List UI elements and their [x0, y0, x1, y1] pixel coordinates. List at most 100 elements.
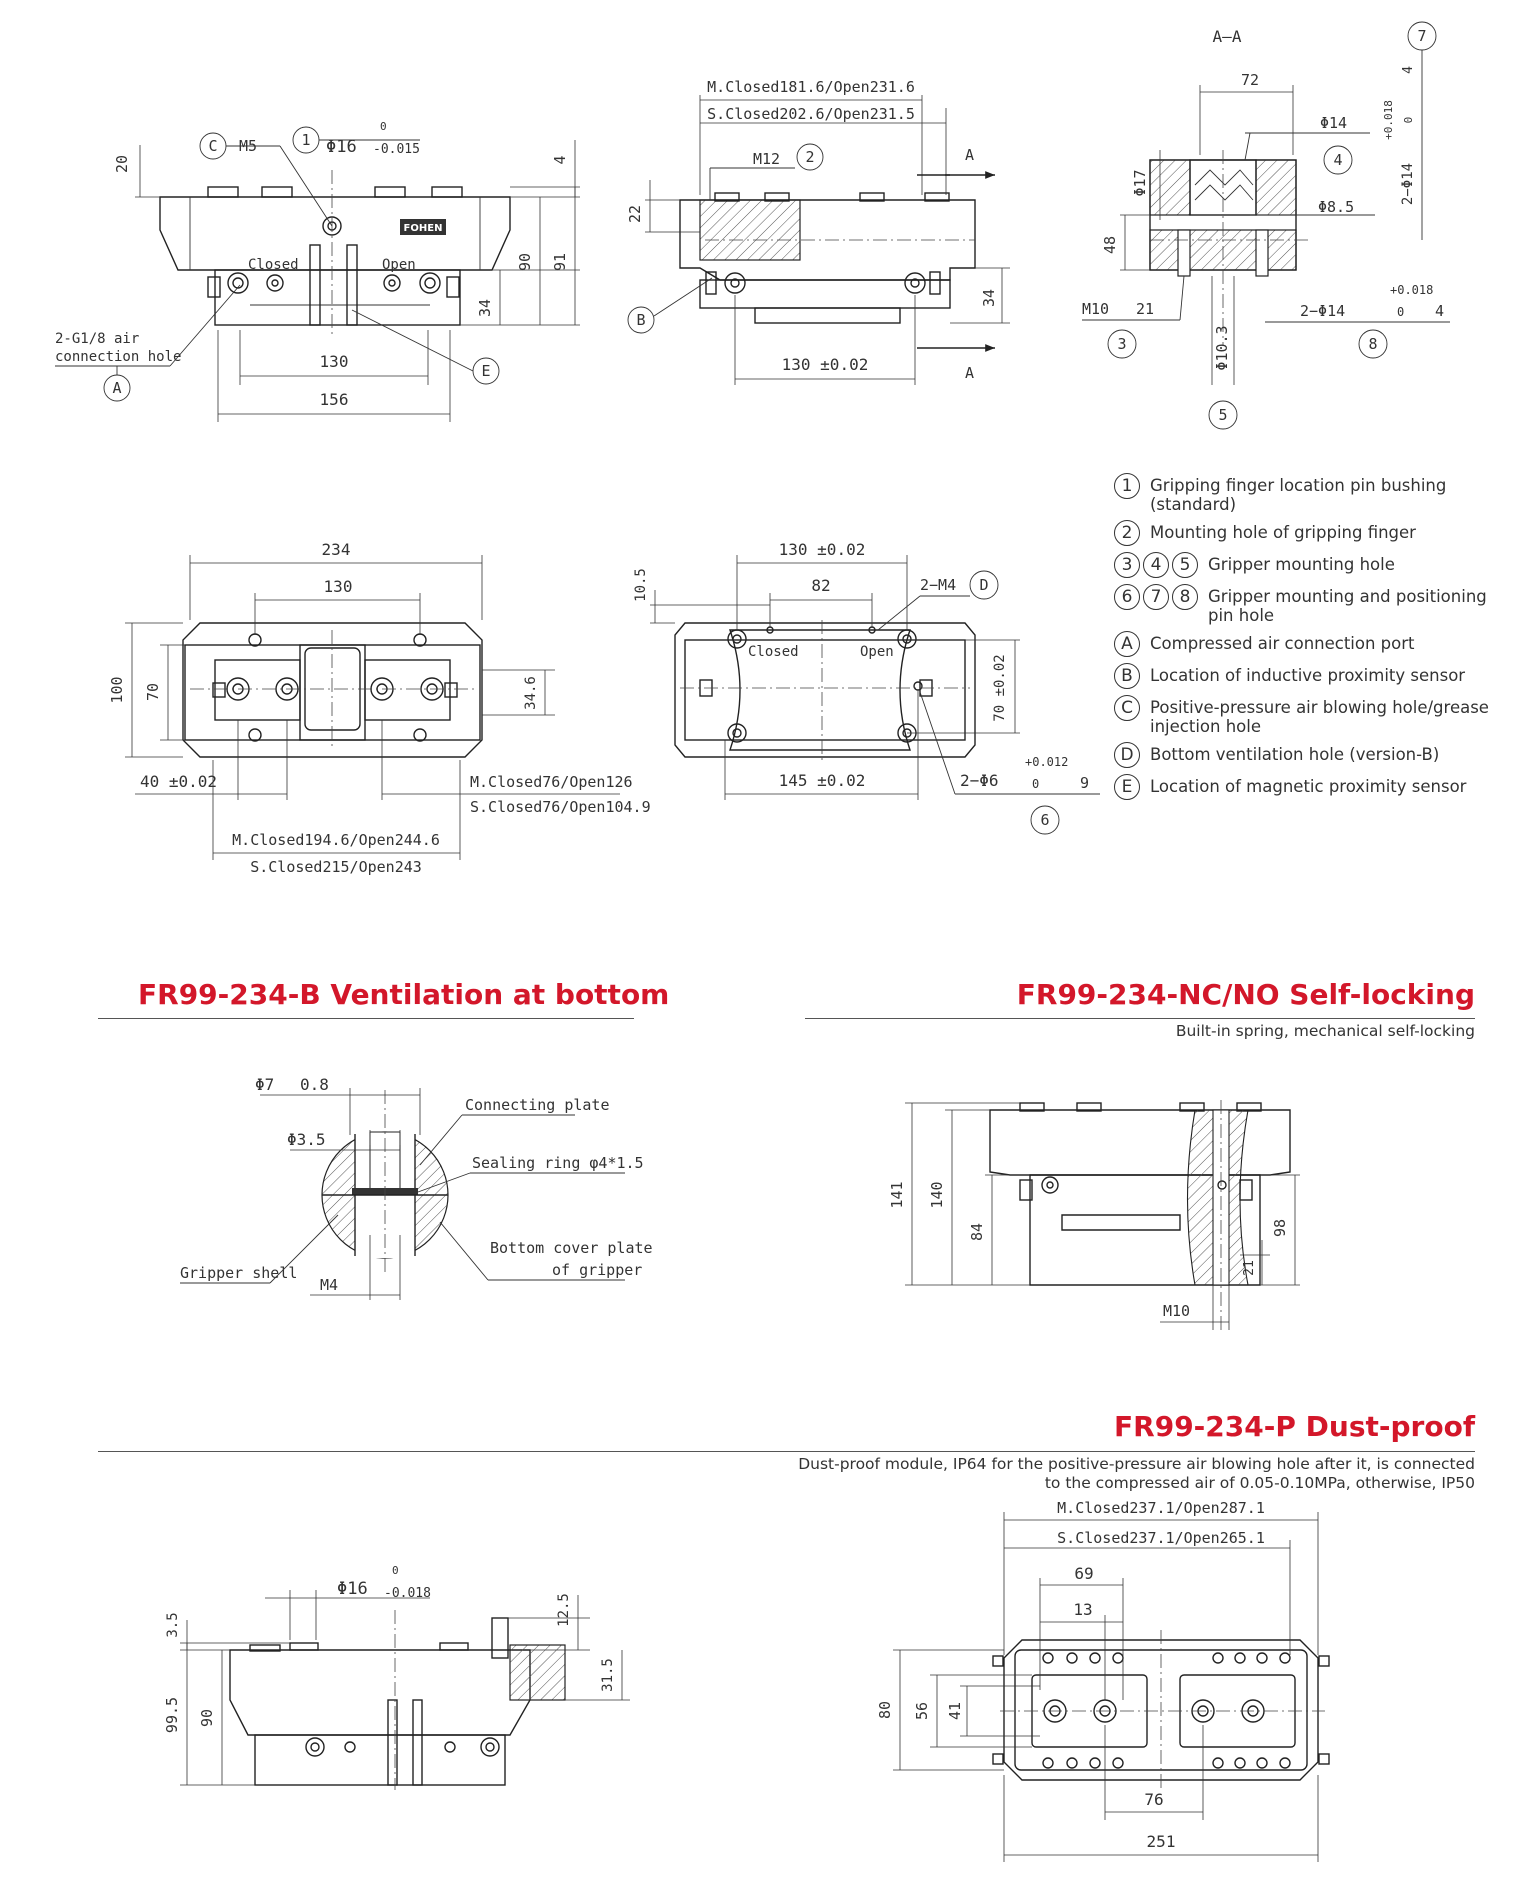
- section-d17: Φ17: [1131, 169, 1149, 196]
- dust-d56: 56: [913, 1702, 931, 1720]
- section-tol-lo: 0: [1397, 305, 1404, 319]
- brand-logo: FOHEN: [404, 223, 443, 234]
- legend-badge: 2: [1114, 520, 1140, 546]
- legend-badge: 3: [1114, 552, 1140, 578]
- vent-plate: Connecting plate: [465, 1096, 610, 1114]
- legend-badge: E: [1114, 774, 1140, 800]
- section-callout-3: 3: [1117, 335, 1126, 353]
- legend-item: A Compressed air connection port: [1114, 631, 1514, 657]
- section-d48: 48: [1101, 236, 1119, 254]
- dust-d251: 251: [1147, 1832, 1176, 1851]
- selflock-d140: 140: [928, 1181, 946, 1208]
- legend-item: 1 Gripping finger location pin bushing (s…: [1114, 473, 1514, 514]
- legend-text: Compressed air connection port: [1150, 634, 1415, 653]
- ventilation-rule: [98, 1018, 634, 1019]
- dustproof-subtitle-2: to the compressed air of 0.05-0.10MPa, o…: [1044, 1474, 1475, 1492]
- legend-badge: D: [1114, 742, 1140, 768]
- bottom-d82: 82: [811, 576, 830, 595]
- section-depth21: 21: [1136, 300, 1154, 318]
- side-callout-2: 2: [805, 148, 814, 166]
- legend-badge: A: [1114, 631, 1140, 657]
- section-tol-up: +0.018: [1390, 283, 1433, 297]
- section-d14: Φ14: [1320, 114, 1347, 132]
- dust-d3-5: 3.5: [165, 1612, 181, 1637]
- callout-1: 1: [301, 131, 310, 149]
- section-vert-pin: 2−Φ14: [1400, 163, 1416, 205]
- selflock-d84: 84: [968, 1223, 986, 1241]
- legend-badges: B: [1114, 663, 1143, 689]
- selflock-subtitle: Built-in spring, mechanical self-locking: [1175, 1022, 1475, 1040]
- legend-badge: 1: [1114, 473, 1140, 499]
- dust-s-stroke: S.Closed237.1/Open265.1: [1057, 1529, 1265, 1547]
- section-a-a: A–A 72 Φ14 4 Φ17 Φ8.5 48 M10 21 3: [1082, 21, 1450, 430]
- legend-badges: 1: [1114, 473, 1143, 499]
- legend-badge: 5: [1172, 552, 1198, 578]
- selflock-d21: 21: [1242, 1260, 1257, 1276]
- dust-m-stroke: M.Closed237.1/Open287.1: [1057, 1499, 1265, 1517]
- dust-d13: 13: [1073, 1600, 1092, 1619]
- top-d234: 234: [322, 540, 351, 559]
- bottom-callout-6: 6: [1040, 811, 1049, 829]
- side-d22: 22: [626, 205, 644, 223]
- front-view: FOHEN 20 4 90 91 34 130 156 C M5 1 Φ16: [55, 120, 580, 422]
- dust-tol-lo: -0.018: [384, 1586, 431, 1601]
- legend-badge: 8: [1172, 584, 1198, 610]
- dust-d69: 69: [1074, 1564, 1093, 1583]
- bottom-tol-up: +0.012: [1025, 755, 1068, 769]
- top-d70: 70: [144, 683, 162, 701]
- dustproof-top: M.Closed237.1/Open287.1 S.Closed237.1/Op…: [876, 1499, 1330, 1862]
- legend-item: 2 Mounting hole of gripping finger: [1114, 520, 1514, 546]
- legend-badges: A: [1114, 631, 1143, 657]
- dust-tol-up: 0: [392, 1564, 399, 1577]
- top-s-total: S.Closed215/Open243: [250, 858, 422, 876]
- dim-156: 156: [320, 390, 349, 409]
- label-air: 2-G1/8 air: [55, 331, 139, 347]
- vent-m4: M4: [320, 1276, 338, 1294]
- dim-91: 91: [551, 253, 569, 271]
- label-tol-lo: -0.015: [373, 142, 420, 157]
- side-callout-b: B: [636, 311, 645, 329]
- top-d40: 40 ±0.02: [140, 772, 217, 791]
- selflock-title: FR99-234-NC/NO Self-locking: [1016, 978, 1475, 1011]
- bottom-m4: 2−M4: [920, 576, 956, 594]
- legend-text: Mounting hole of gripping finger: [1150, 523, 1416, 542]
- vent-cover1: Bottom cover plate: [490, 1239, 653, 1257]
- top-m-stroke2: M.Closed76/Open126: [470, 773, 633, 791]
- bottom-d130: 130 ±0.02: [779, 540, 866, 559]
- legend-badge: C: [1114, 695, 1140, 721]
- dim-34: 34: [476, 299, 494, 317]
- legend-badges: D: [1114, 742, 1143, 768]
- label-air-2: connection hole: [55, 349, 181, 365]
- legend-text: Gripper mounting hole: [1208, 555, 1395, 574]
- vent-cover2: of gripper: [552, 1261, 642, 1279]
- bottom-callout-d: D: [979, 576, 988, 594]
- bottom-d10-5: 10.5: [633, 568, 649, 602]
- dust-d31-5: 31.5: [600, 1658, 616, 1692]
- dim-20: 20: [113, 155, 131, 173]
- legend-text: Gripping finger location pin bushing (st…: [1150, 476, 1447, 514]
- legend-badges: C: [1114, 695, 1143, 721]
- section-callout-8: 8: [1368, 335, 1377, 353]
- top-d130: 130: [324, 577, 353, 596]
- section-d10-3: Φ10.3: [1213, 325, 1231, 370]
- dust-pin-dia: Φ16: [337, 1579, 368, 1599]
- selflock-d98: 98: [1271, 1219, 1289, 1237]
- section-d72: 72: [1241, 71, 1259, 89]
- bottom-depth9: 9: [1080, 774, 1089, 792]
- dim-130: 130: [320, 352, 349, 371]
- dust-d41: 41: [946, 1702, 964, 1720]
- top-s-stroke2: S.Closed76/Open104.9: [470, 798, 651, 816]
- legend-badges: 2: [1114, 520, 1143, 546]
- side-s-stroke: S.Closed202.6/Open231.5: [707, 105, 915, 123]
- side-a-top: A: [965, 146, 974, 164]
- label-tol-up: 0: [380, 120, 387, 133]
- dustproof-title: FR99-234-P Dust-proof: [1114, 1410, 1475, 1443]
- section-pin2: 2−Φ14: [1300, 302, 1345, 320]
- side-m-stroke: M.Closed181.6/Open231.6: [707, 78, 915, 96]
- legend-badge: 4: [1143, 552, 1169, 578]
